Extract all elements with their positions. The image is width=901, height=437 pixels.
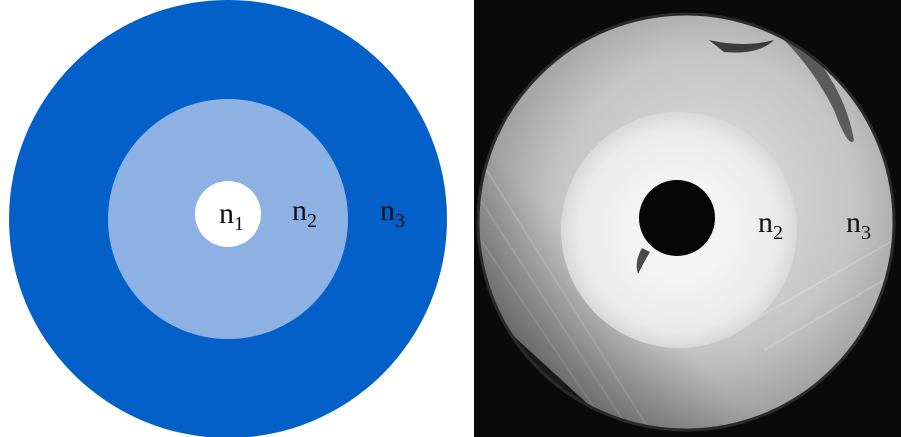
photo-label-n3: n3 — [846, 206, 871, 244]
core-region — [639, 180, 715, 256]
micrograph-panel: n2 n3 — [474, 0, 901, 437]
core-defect — [636, 248, 650, 274]
label-n2: n2 — [292, 194, 317, 232]
label-n3: n3 — [380, 194, 405, 232]
label-n1: n1 — [219, 197, 244, 235]
schematic-svg: n1 n2 n3 — [9, 0, 447, 437]
micrograph-svg: n2 n3 — [474, 0, 901, 437]
schematic-panel: n1 n2 n3 — [9, 0, 447, 437]
core-region-n1 — [195, 181, 261, 247]
photo-label-n2: n2 — [758, 206, 783, 244]
